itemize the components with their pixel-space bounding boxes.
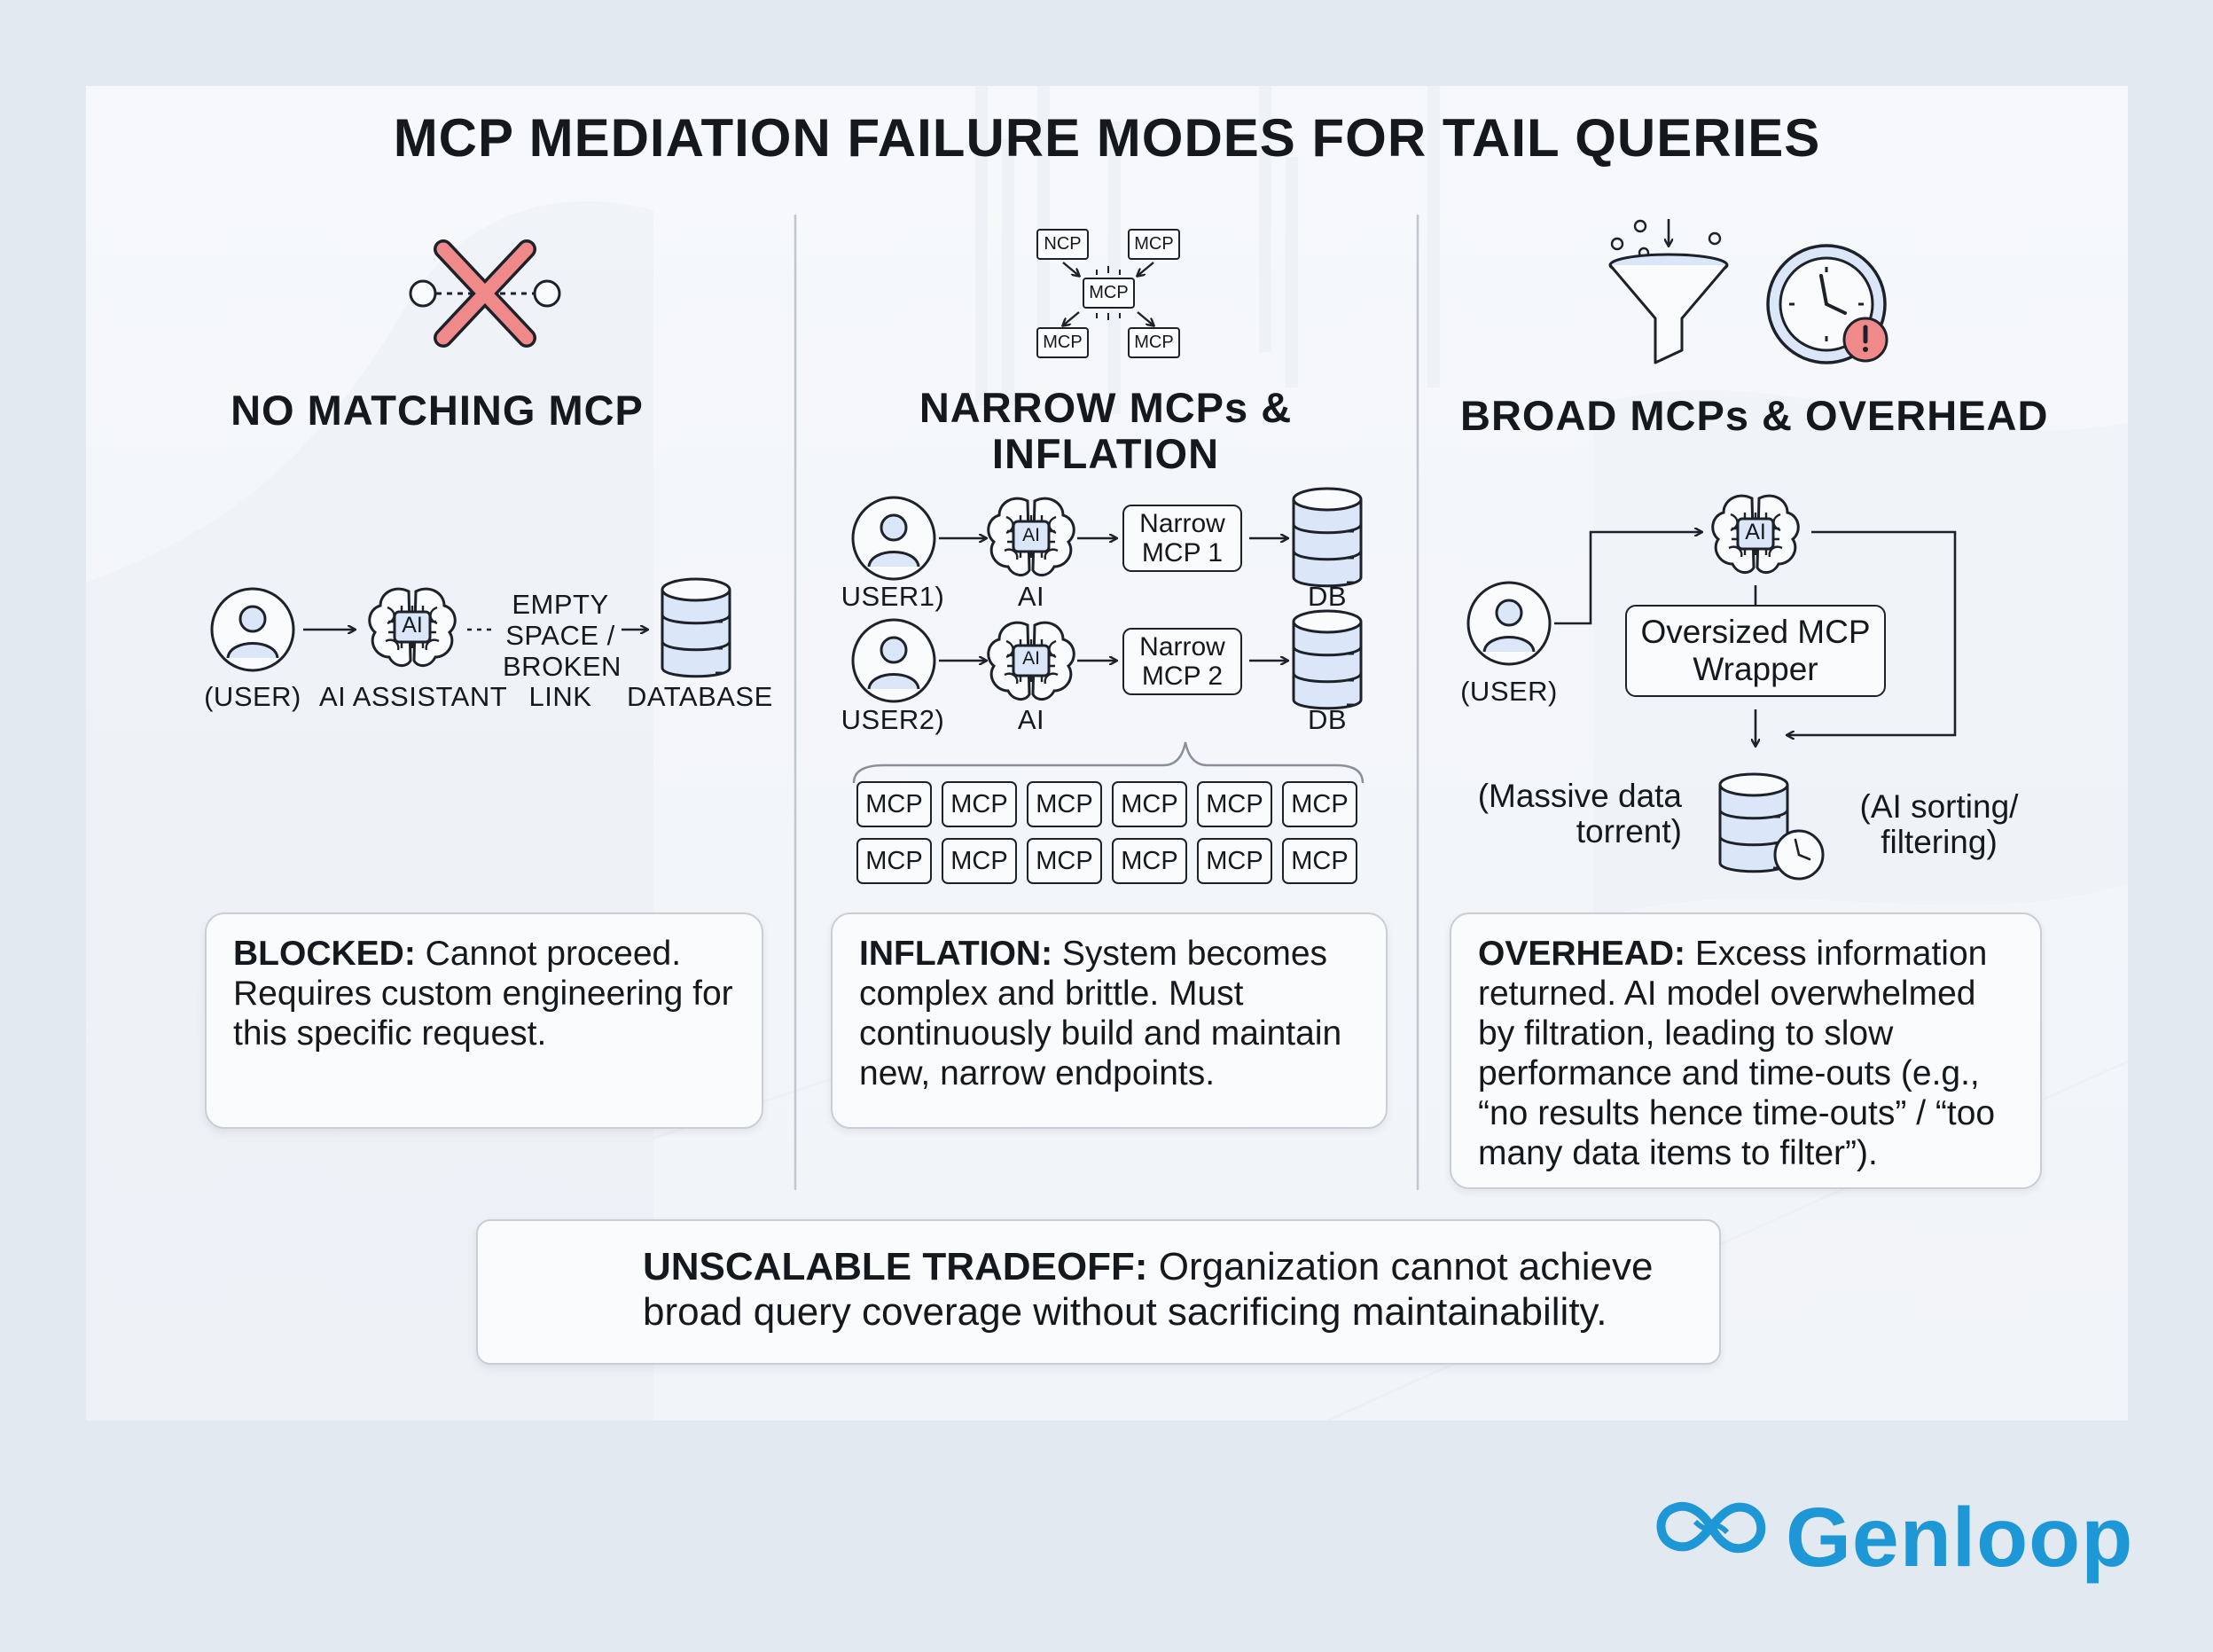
narrow-mcp-2-line1: Narrow <box>1139 632 1225 662</box>
ai-label: AI <box>1017 704 1045 735</box>
database-clock-icon <box>1718 772 1825 881</box>
inflation-bold: INFLATION: <box>859 935 1053 973</box>
mcp-hub-arrows <box>1063 262 1153 325</box>
overhead-bold: OVERHEAD: <box>1478 935 1686 973</box>
user2-icon <box>851 618 936 703</box>
sorting-line1: (AI sorting/ <box>1859 788 2019 825</box>
column1-heading: NO MATCHING MCP <box>231 387 644 434</box>
overhead-desc: Excess information returned. AI model ov… <box>1478 935 1996 1172</box>
mcp-grid-item: MCP <box>1112 781 1187 827</box>
empty-space-label-1: EMPTY <box>512 589 609 620</box>
tradeoff-line2: broad query coverage without sacrificing… <box>643 1290 1607 1334</box>
empty-space-label-4: LINK <box>528 681 592 712</box>
massive-data-line1: (Massive data <box>1477 778 1682 814</box>
mcp-grid-item: MCP <box>1027 781 1102 827</box>
narrow-mcp-1-line1: Narrow <box>1139 509 1225 538</box>
mcp-chip-bottom-right: MCP <box>1128 327 1180 358</box>
user-icon <box>1466 581 1552 666</box>
mcp-grid-item: MCP <box>1282 838 1357 884</box>
tradeoff-line1: UNSCALABLE TRADEOFF: Organization cannot… <box>643 1244 1707 1289</box>
database-label: DATABASE <box>627 681 773 712</box>
blocked-text: BLOCKED: Cannot proceed. Requires custom… <box>233 934 735 1053</box>
funnel-icon <box>1608 219 1729 364</box>
mcp-grid-item: MCP <box>1027 838 1102 884</box>
db-label: DB <box>1307 704 1348 735</box>
infographic-card: MCP MEDIATION FAILURE MODES FOR TAIL QUE… <box>86 86 2128 1421</box>
mcp-chip-center: MCP <box>1083 278 1135 309</box>
tradeoff-bold: UNSCALABLE TRADEOFF: <box>643 1245 1148 1288</box>
page-title: MCP MEDIATION FAILURE MODES FOR TAIL QUE… <box>393 108 1821 168</box>
clock-alert-icon <box>1766 244 1888 364</box>
ai-chip-label: AI <box>1022 525 1040 545</box>
mcp-grid-item: MCP <box>1282 781 1357 827</box>
massive-data-line2: torrent) <box>1576 813 1682 849</box>
ai-chip-label: AI <box>1745 520 1766 544</box>
inflation-desc: System becomes complex and brittle. Must… <box>859 935 1342 1092</box>
genloop-wordmark: Genloop <box>1786 1491 2134 1585</box>
tradeoff-banner: UNSCALABLE TRADEOFF: Organization cannot… <box>476 1219 1721 1365</box>
db-icon <box>1292 487 1363 588</box>
tradeoff-line1-rest: Organization cannot achieve <box>1147 1245 1654 1288</box>
mcp-grid-item: MCP <box>1112 838 1187 884</box>
ai-label: AI <box>1017 581 1045 612</box>
sorting-line2: filtering) <box>1881 824 1998 860</box>
blocked-desc: Cannot proceed. Requires custom engineer… <box>233 935 733 1053</box>
user-label: (USER) <box>204 681 301 712</box>
empty-space-label-3: BROKEN <box>503 651 622 682</box>
wrapper-line2: Wrapper <box>1693 651 1818 687</box>
mcp-grid-item: MCP <box>942 781 1017 827</box>
mcp-grid-item: MCP <box>856 781 932 827</box>
column2-heading-line1: NARROW MCPs & <box>919 384 1293 431</box>
db-icon <box>1292 609 1363 710</box>
user-label: (USER) <box>1460 676 1558 707</box>
mcp-chip-top-right: MCP <box>1128 229 1180 260</box>
tradeoff-text: UNSCALABLE TRADEOFF: Organization cannot… <box>643 1244 1707 1335</box>
broken-link-x-icon <box>409 239 561 348</box>
user-icon <box>210 587 295 672</box>
db-label: DB <box>1307 581 1348 612</box>
overhead-text: OVERHEAD: Excess information returned. A… <box>1478 934 2019 1173</box>
ai-chip-label: AI <box>402 613 423 638</box>
mcp-grid-item: MCP <box>942 838 1017 884</box>
ai-chip-label: AI <box>1022 648 1040 669</box>
genloop-logo-icon <box>1656 1501 1766 1554</box>
column2-heading-line2: INFLATION <box>991 430 1220 477</box>
mcp-chip-bottom-left: MCP <box>1036 327 1089 358</box>
blocked-box: BLOCKED: Cannot proceed. Requires custom… <box>205 912 763 1129</box>
column3-heading: BROAD MCPs & OVERHEAD <box>1460 392 2049 439</box>
ai-assistant-label: AI ASSISTANT <box>319 681 508 712</box>
database-icon <box>661 577 731 678</box>
empty-space-label-2: SPACE / <box>505 620 615 651</box>
narrow-mcp-2-line2: MCP 2 <box>1141 662 1224 691</box>
narrow-mcp-1-line2: MCP 1 <box>1141 538 1224 568</box>
user1-icon <box>851 496 936 581</box>
overhead-box: OVERHEAD: Excess information returned. A… <box>1450 912 2042 1189</box>
mcp-chip-top-left: NCP <box>1036 229 1089 260</box>
mcp-grid-item: MCP <box>1197 838 1272 884</box>
mcp-grid-item: MCP <box>1197 781 1272 827</box>
user1-label: USER1) <box>841 581 945 612</box>
inflation-text: INFLATION: System becomes complex and br… <box>859 934 1365 1093</box>
blocked-bold: BLOCKED: <box>233 935 416 973</box>
mcp-grid-item: MCP <box>856 838 932 884</box>
inflation-box: INFLATION: System becomes complex and br… <box>831 912 1388 1129</box>
user2-label: USER2) <box>841 704 945 735</box>
wrapper-line1: Oversized MCP <box>1640 614 1871 650</box>
